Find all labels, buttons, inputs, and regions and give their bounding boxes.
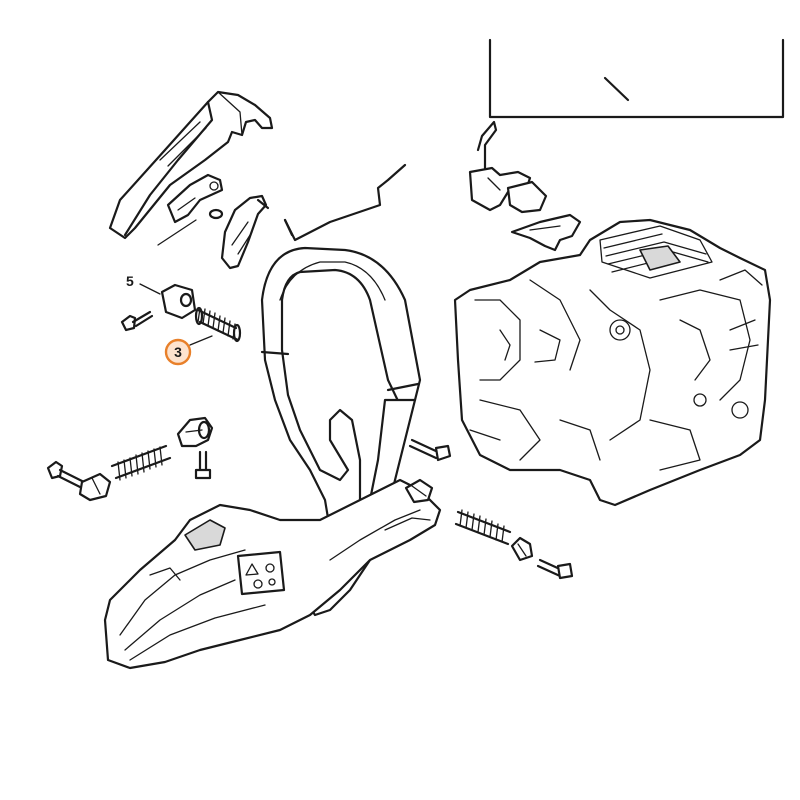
throttle-rod[interactable] (283, 163, 407, 242)
callout-5: 5 (126, 273, 134, 289)
screw-left-upper[interactable] (120, 310, 154, 332)
callout-3: 3 (174, 344, 182, 360)
screw-right[interactable] (536, 558, 574, 580)
av-spring-right[interactable] (454, 509, 512, 546)
av-mount-left[interactable] (176, 416, 214, 448)
av-block-part-5[interactable] (160, 283, 197, 320)
spring-cap-right[interactable] (510, 536, 534, 562)
carburetor-linkage[interactable] (468, 120, 582, 252)
trigger-lever[interactable] (220, 194, 270, 270)
handle-cover[interactable] (108, 90, 274, 240)
o-ring[interactable] (208, 208, 224, 220)
av-spring-left[interactable] (110, 444, 172, 481)
spring-cap-left[interactable] (78, 472, 112, 502)
screw-center[interactable] (408, 438, 452, 462)
screw-left-lower[interactable] (46, 460, 86, 490)
throttle-bracket[interactable] (166, 173, 224, 224)
buffer-center[interactable] (404, 478, 434, 504)
screw-vertical[interactable] (194, 450, 212, 480)
engine-housing (453, 218, 772, 507)
leader-line (157, 219, 197, 246)
callout-3-marker[interactable]: 3 (164, 335, 213, 366)
leader-line (139, 283, 161, 295)
inset-frame (488, 38, 785, 119)
rear-handle[interactable] (103, 478, 442, 670)
av-spring-part-3[interactable] (194, 306, 242, 343)
